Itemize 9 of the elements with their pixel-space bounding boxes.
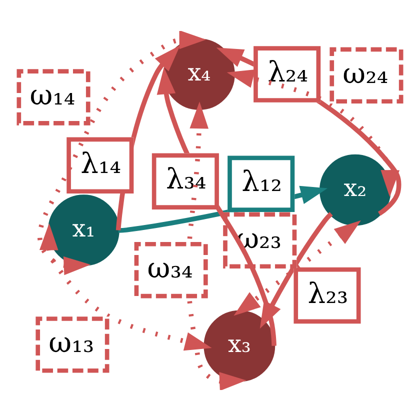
edge-label: λ₂₃ [308, 276, 348, 310]
edge-label: λ₁₄ [80, 146, 122, 180]
edge-label: ω₁₄ [30, 78, 76, 112]
edge-label: λ₃₄ [166, 162, 206, 196]
edge-label: λ₂₄ [268, 55, 308, 88]
edge-label: ω₁₃ [48, 326, 94, 359]
edge-label: λ₁₂ [242, 164, 282, 198]
edge-label: ω₂₄ [342, 56, 388, 90]
edge-label: ω₃₄ [147, 250, 193, 284]
